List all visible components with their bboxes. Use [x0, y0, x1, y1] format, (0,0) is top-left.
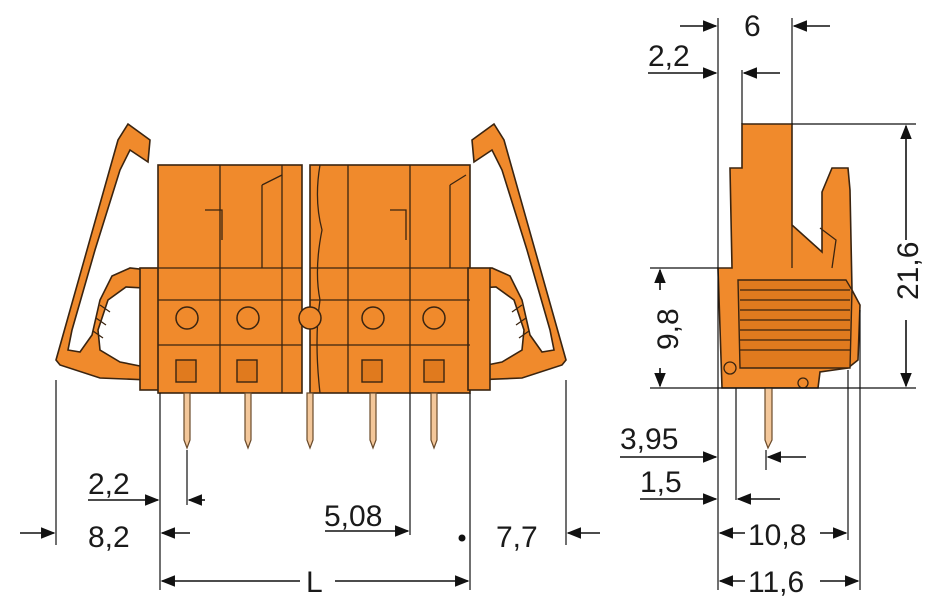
solder-pin [306, 392, 314, 450]
solder-pin [430, 392, 438, 450]
clamp-hole [175, 306, 199, 330]
solder-pins [183, 392, 438, 450]
left-latch-lever [55, 122, 151, 381]
dim-length-label: L [306, 566, 323, 599]
dim-pin-width-label: 1,5 [640, 466, 682, 499]
dim-left-end-label: 8,2 [88, 521, 130, 554]
dim-depth-outer-label: 11,6 [748, 566, 804, 599]
dim-pin-offset-label: 2,2 [88, 468, 130, 501]
clamp-hole [422, 306, 446, 330]
housing-left-block [139, 164, 303, 394]
dim-lower-height-label: 9,8 [652, 308, 685, 350]
solder-pin [183, 392, 191, 450]
clamp-hole [361, 306, 385, 330]
clamp-hole [298, 306, 322, 330]
side-view: 6 2,2 21,6 9,8 3,95 1,5 10,8 11,6 [620, 10, 925, 599]
clamp-openings [175, 306, 446, 383]
front-view: 2,2 8,2 5,08 7,7 L [20, 122, 600, 599]
solder-pin [244, 392, 252, 450]
dim-depth-inner-label: 10,8 [748, 519, 806, 552]
clamp-hole [236, 306, 260, 330]
dim-right-end-label: 7,7 [496, 521, 538, 554]
solder-pin [369, 392, 377, 450]
test-slot [236, 359, 258, 383]
dim-height-label: 21,6 [892, 242, 925, 300]
dim-top-offset-label: 2,2 [648, 40, 690, 73]
housing-right-block [309, 164, 491, 394]
test-slot [175, 359, 197, 383]
dim-pin-pos-label: 3,95 [620, 423, 678, 456]
front-dimensions: 2,2 8,2 5,08 7,7 L [20, 380, 600, 599]
test-slot [361, 359, 383, 383]
test-slot [423, 359, 445, 383]
side-dimensions: 6 2,2 21,6 9,8 3,95 1,5 10,8 11,6 [620, 10, 925, 599]
side-housing [717, 123, 861, 389]
dim-top-width-label: 6 [744, 10, 761, 43]
side-solder-pin [764, 387, 773, 450]
dim-pitch-label: 5,08 [324, 500, 382, 533]
